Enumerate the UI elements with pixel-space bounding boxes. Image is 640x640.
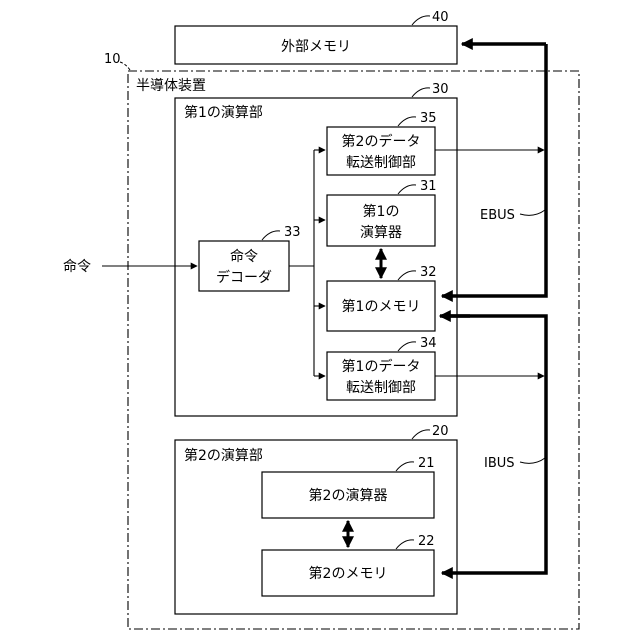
second-compute-unit-label: 第2の演算部 xyxy=(184,447,263,464)
second-memory-ref-leader xyxy=(396,540,414,549)
instruction-decoder-ref-leader xyxy=(262,231,280,240)
external-memory-ref-leader xyxy=(412,16,430,25)
second-compute-unit-ref: 20 xyxy=(432,424,449,439)
first-memory-label: 第1のメモリ xyxy=(342,298,421,315)
ebus-label: EBUS xyxy=(480,208,515,223)
first-compute-unit-ref: 30 xyxy=(432,82,449,97)
instruction-input-label: 命令 xyxy=(63,258,91,275)
external-memory-ref: 40 xyxy=(432,10,449,25)
second-compute-unit-box xyxy=(175,440,457,614)
first-alu-line2: 演算器 xyxy=(360,225,402,241)
second-alu-ref-leader xyxy=(396,462,414,471)
first-data-transfer-controller-line1: 第1のデータ xyxy=(342,358,421,375)
first-compute-unit-label: 第1の演算部 xyxy=(184,104,263,121)
semiconductor-device-label: 半導体装置 xyxy=(136,78,206,94)
second-memory-ref: 22 xyxy=(418,534,435,549)
second-data-transfer-controller-ref: 35 xyxy=(420,111,437,126)
first-data-transfer-controller-ref-leader xyxy=(398,342,416,351)
instruction-decoder-line1: 命令 xyxy=(230,248,258,265)
first-memory-ref-leader xyxy=(398,271,416,280)
device-ref-leader xyxy=(120,62,130,70)
second-memory-label: 第2のメモリ xyxy=(309,565,388,582)
second-data-transfer-controller-line1: 第2のデータ xyxy=(342,133,421,150)
instruction-decoder-ref: 33 xyxy=(284,225,301,240)
instruction-decoder-line2: デコーダ xyxy=(216,269,272,286)
ebus-label-leader xyxy=(520,210,545,215)
ibus-label-leader xyxy=(520,458,545,463)
second-data-transfer-controller-line2: 転送制御部 xyxy=(346,155,416,171)
external-memory-label: 外部メモリ xyxy=(281,39,351,55)
first-data-transfer-controller-ref: 34 xyxy=(420,336,437,351)
second-data-transfer-controller-ref-leader xyxy=(398,117,416,126)
first-data-transfer-controller-line2: 転送制御部 xyxy=(346,380,416,396)
first-alu-line1: 第1の xyxy=(363,203,400,220)
second-compute-unit-ref-leader xyxy=(412,430,430,439)
second-alu-ref: 21 xyxy=(418,456,435,471)
first-alu-ref-leader xyxy=(398,185,416,194)
second-alu-label: 第2の演算器 xyxy=(309,487,388,504)
first-alu-ref: 31 xyxy=(420,179,437,194)
ibus-label: IBUS xyxy=(484,456,515,471)
first-compute-unit-ref-leader xyxy=(412,88,430,97)
first-memory-ref: 32 xyxy=(420,265,437,280)
device-ref: 10 xyxy=(104,52,121,67)
